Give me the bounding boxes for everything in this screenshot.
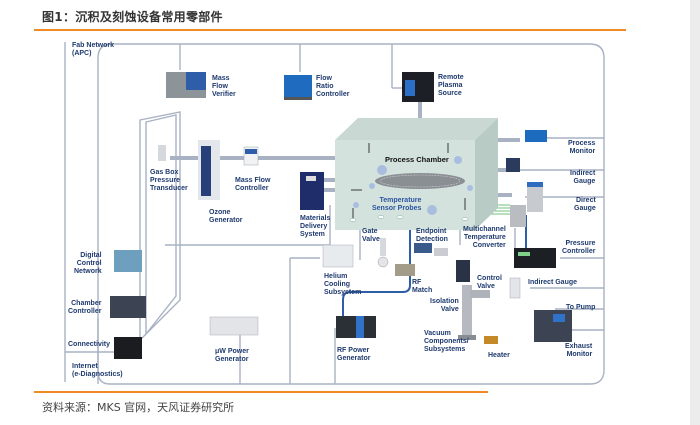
pressure-controller-label: Pressure Controller xyxy=(562,240,596,255)
to-pump-label: To Pump xyxy=(566,304,596,311)
direct-gauge-icon xyxy=(527,182,543,212)
indirect-gauge-top-label: Indirect Gauge xyxy=(570,170,596,185)
mass-flow-verifier-icon xyxy=(166,72,206,98)
gate-valve-icon xyxy=(377,238,389,268)
temperature-sensor-probes-label: Temperature Sensor Probes xyxy=(372,197,422,212)
gate-valve-label: Gate Valve xyxy=(362,228,380,243)
indirect-gauge-bottom-icon xyxy=(509,277,521,299)
uw-power-generator-label: μW Power Generator xyxy=(215,348,249,363)
title-divider xyxy=(34,29,626,31)
endpoint-detection-icon xyxy=(414,243,448,256)
source-note: 资料来源：MKS 官网，天风证券研究所 xyxy=(42,401,235,414)
remote-plasma-source-label: Remote Plasma Source xyxy=(438,74,464,97)
rf-match-icon xyxy=(395,264,415,276)
connectivity-icon xyxy=(114,337,142,359)
vacuum-components-icon xyxy=(458,285,490,340)
gas-box-pressure-transducer-label: Gas Box Pressure Transducer xyxy=(150,169,188,192)
heater-label: Heater xyxy=(488,352,510,359)
heater-icon xyxy=(484,336,498,344)
chamber-controller-label: Chamber Controller xyxy=(68,300,102,315)
materials-delivery-system-label: Materials Delivery System xyxy=(300,215,331,238)
mass-flow-verifier-label: Mass Flow Verifier xyxy=(212,75,236,98)
equipment-icons xyxy=(110,72,572,359)
ozone-generator-icon xyxy=(198,140,220,200)
materials-delivery-system-icon xyxy=(300,172,324,210)
pressure-controller-icon xyxy=(514,248,556,268)
indirect-gauge-bottom-label: Indirect Gauge xyxy=(528,279,578,286)
page-scrollbar-strip xyxy=(690,0,700,425)
direct-gauge-label: Direct Gauge xyxy=(574,197,596,212)
helium-cooling-subsystem-icon xyxy=(322,244,354,268)
mass-flow-controller-label: Mass Flow Controller xyxy=(235,177,271,192)
gas-box-pressure-transducer-icon xyxy=(158,145,166,161)
digital-control-network-icon xyxy=(114,250,142,272)
rf-match-label: RF Match xyxy=(412,279,433,294)
figure-title: 图1：沉积及刻蚀设备常用零部件 xyxy=(42,10,223,24)
chamber-controller-icon xyxy=(110,296,146,318)
connectivity-label: Connectivity xyxy=(68,341,111,348)
indirect-gauge-icon xyxy=(506,158,520,172)
exhaust-monitor-label: Exhaust Monitor xyxy=(565,343,593,358)
source-divider xyxy=(34,391,488,393)
rf-power-generator-icon xyxy=(336,316,376,338)
endpoint-detection-label: Endpoint Detection xyxy=(416,228,448,243)
isolation-valve-label: Isolation Valve xyxy=(430,298,459,313)
internet-label: Internet (e-Diagnostics) xyxy=(72,363,123,378)
remote-plasma-source-icon xyxy=(402,72,434,102)
process-chamber-title: Process Chamber xyxy=(385,155,449,164)
mass-flow-controller-icon xyxy=(243,146,259,166)
flow-ratio-controller-icon xyxy=(284,75,312,100)
control-valve-label: Control Valve xyxy=(477,275,502,290)
exhaust-monitor-icon xyxy=(534,310,572,342)
flow-ratio-controller-label: Flow Ratio Controller xyxy=(316,75,350,98)
process-chamber xyxy=(335,118,498,230)
process-monitor-label: Process Monitor xyxy=(568,140,596,155)
rf-power-generator-label: RF Power Generator xyxy=(337,347,371,362)
uw-power-generator-icon xyxy=(209,316,259,336)
multichannel-temperature-converter-icon xyxy=(510,205,526,227)
fab-network-label: Fab Network (APC) xyxy=(72,42,115,57)
control-valve-icon xyxy=(456,260,470,282)
helium-cooling-subsystem-label: Helium Cooling Subsystem xyxy=(324,273,362,296)
vacuum-components-label: Vacuum Components/ Subsystems xyxy=(424,330,469,353)
network-loop xyxy=(97,43,605,385)
digital-control-network-label: Digital Control Network xyxy=(74,252,102,275)
process-monitor-icon xyxy=(525,130,547,142)
ozone-generator-label: Ozone Generator xyxy=(209,209,243,224)
multichannel-temperature-converter-label: Multichannel Temperature Converter xyxy=(463,226,506,249)
